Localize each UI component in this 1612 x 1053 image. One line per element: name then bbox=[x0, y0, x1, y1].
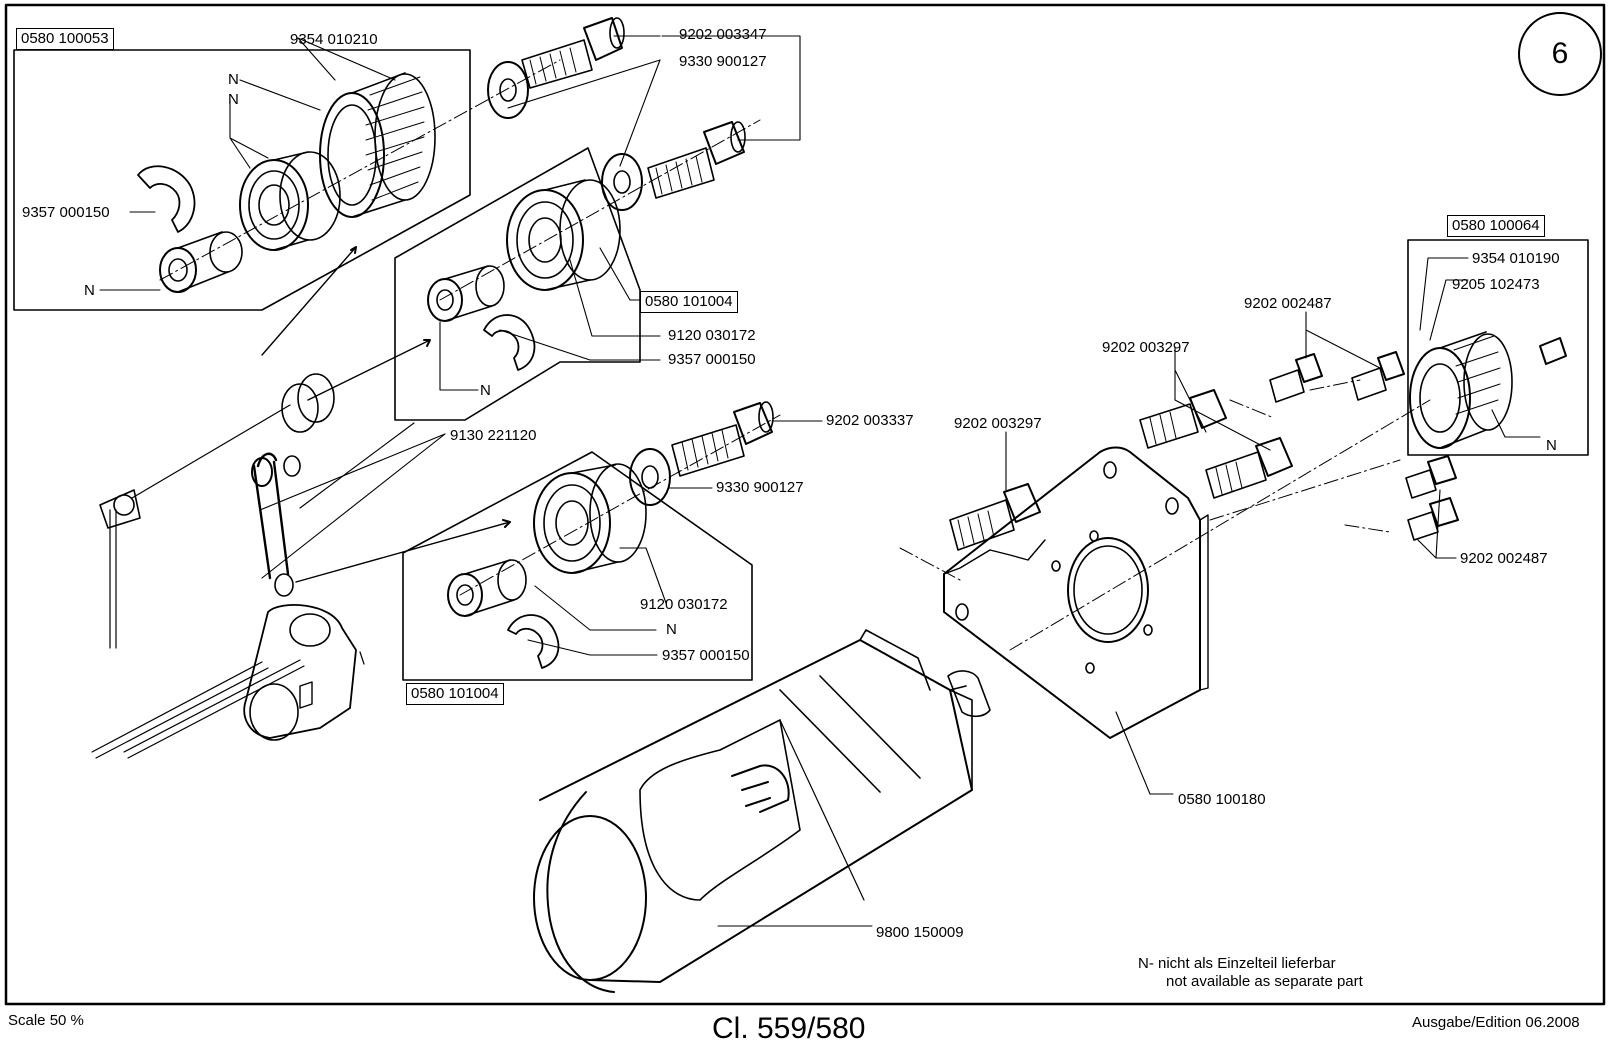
model-title: Cl. 559/580 bbox=[712, 1012, 866, 1045]
screw-9202-002487-d bbox=[1407, 497, 1459, 541]
sheet-frame bbox=[4, 3, 1606, 1006]
leader-lines bbox=[99, 35, 1541, 927]
part-label: 0580 100180 bbox=[1178, 791, 1266, 808]
screw-9202-003337 bbox=[671, 401, 774, 477]
part-label: N bbox=[228, 71, 239, 88]
part-label: 9357 000150 bbox=[662, 647, 750, 664]
toothed-pulley-9354-010210 bbox=[319, 72, 436, 218]
overview-mechanism bbox=[91, 373, 365, 759]
bushing-assembly3 bbox=[447, 559, 527, 617]
screw-9202-002487-a bbox=[1269, 353, 1323, 403]
part-label: 9205 102473 bbox=[1452, 276, 1540, 293]
part-label: 9202 003337 bbox=[826, 412, 914, 429]
part-label: 9330 900127 bbox=[716, 479, 804, 496]
assembly-frame-0580-100064 bbox=[1407, 239, 1589, 456]
part-label: N bbox=[480, 382, 491, 399]
assembly-frame-0580-100053 bbox=[13, 49, 471, 311]
part-label: 9202 002487 bbox=[1244, 295, 1332, 312]
part-label: N bbox=[1546, 437, 1557, 454]
assembly-frame-0580-101004-upper bbox=[394, 147, 641, 421]
screw-9202-003347 bbox=[521, 17, 625, 89]
part-label: 9202 003297 bbox=[954, 415, 1042, 432]
part-label: N bbox=[84, 282, 95, 299]
edition-text: Ausgabe/Edition 06.2008 bbox=[1412, 1014, 1580, 1031]
assembly-label-2: 0580 101004 bbox=[640, 291, 738, 313]
assembly-frame-0580-101004-lower bbox=[402, 451, 753, 681]
part-label: N bbox=[228, 91, 239, 108]
motor-bracket-0580-100180 bbox=[943, 446, 1209, 739]
screw-9202-002487-c bbox=[1405, 455, 1457, 499]
e-clip-assembly1 bbox=[137, 165, 196, 233]
screw-9202-003297-c bbox=[1205, 437, 1293, 499]
arrows bbox=[261, 246, 511, 583]
ball-bearing-assembly1 bbox=[239, 151, 341, 251]
washer-upper-2 bbox=[601, 153, 643, 211]
note-german: N- nicht als Einzelteil lieferbar bbox=[1138, 955, 1336, 972]
note-english: not available as separate part bbox=[1166, 973, 1363, 990]
screw-9202-003297-b bbox=[1139, 389, 1227, 449]
part-label: 9120 030172 bbox=[668, 327, 756, 344]
part-label: 9800 150009 bbox=[876, 924, 964, 941]
washer-upper-1 bbox=[487, 61, 529, 119]
part-label: 9202 002487 bbox=[1460, 550, 1548, 567]
toothed-pulley-9354-010190 bbox=[1409, 331, 1513, 449]
screw-9202-003297-a bbox=[949, 483, 1041, 551]
part-label: 9202 003347 bbox=[679, 26, 767, 43]
scale-text: Scale 50 % bbox=[8, 1012, 84, 1029]
part-label: 9202 003297 bbox=[1102, 339, 1190, 356]
part-label: 9354 010190 bbox=[1472, 250, 1560, 267]
washer-9330-900127-lower bbox=[629, 448, 671, 506]
bushing-assembly2 bbox=[427, 265, 505, 322]
motor-9800-150009 bbox=[533, 629, 991, 993]
assembly-label-4: 0580 100064 bbox=[1447, 215, 1545, 237]
ball-bearing-assembly3 bbox=[533, 463, 647, 574]
part-label: 9357 000150 bbox=[668, 351, 756, 368]
part-label: 9354 010210 bbox=[290, 31, 378, 48]
center-lines bbox=[159, 59, 1431, 651]
screw-upper-2 bbox=[647, 121, 746, 199]
ball-bearing-assembly2 bbox=[506, 179, 621, 291]
e-clip-assembly3 bbox=[507, 614, 560, 669]
assembly-label-1: 0580 100053 bbox=[16, 28, 114, 50]
page-number: 6 bbox=[1518, 12, 1602, 96]
assembly-label-3: 0580 101004 bbox=[406, 683, 504, 705]
part-label: 9330 900127 bbox=[679, 53, 767, 70]
part-label: N bbox=[666, 621, 677, 638]
part-label: 9357 000150 bbox=[22, 204, 110, 221]
part-label: 9130 221120 bbox=[450, 427, 537, 444]
e-clip-assembly2 bbox=[483, 314, 536, 371]
bushing-assembly1 bbox=[159, 231, 243, 293]
screw-9202-002487-b bbox=[1351, 351, 1405, 401]
availability-note: N- nicht als Einzelteil lieferbar not av… bbox=[1138, 955, 1363, 991]
part-label: 9120 030172 bbox=[640, 596, 728, 613]
set-screw-9205-102473 bbox=[1539, 337, 1567, 365]
